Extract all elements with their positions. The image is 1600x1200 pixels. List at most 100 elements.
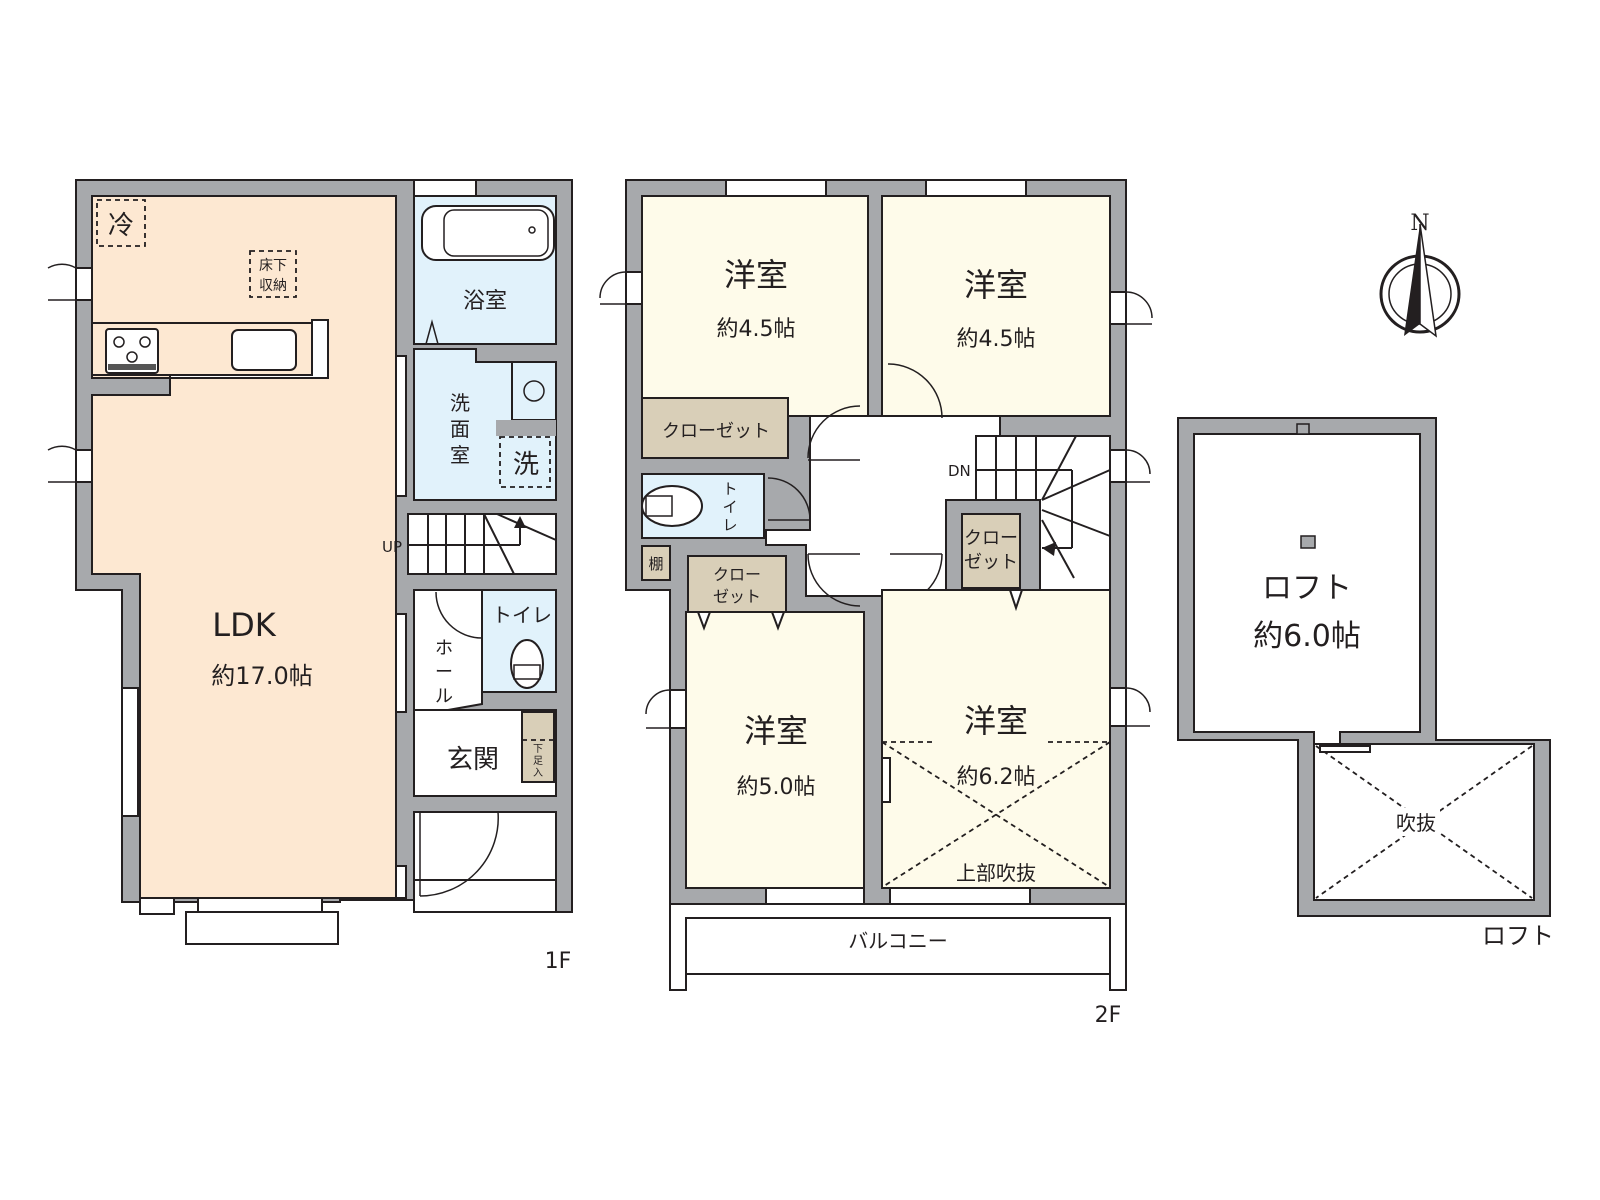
washroom-label-3: 室 [450,443,470,467]
door-swing [47,263,77,301]
counter-wall [169,319,329,379]
entrance-label: 玄関 [447,745,499,775]
underfloor-storage [249,250,297,298]
closet-small [687,555,787,613]
loft-label: ロフト [1262,571,1352,606]
loft-hatch-icon [1296,423,1310,435]
window [395,865,407,899]
terrace-step [185,911,339,945]
closet-wide [641,397,789,459]
door-swing[interactable] [807,553,861,607]
toilet-2f-label-3: レ [722,516,737,534]
window [669,689,687,729]
void-above-label: 上部吹抜 [956,861,1036,885]
sliding-door[interactable] [395,355,407,497]
loft-void-lines [1315,745,1533,899]
fridge-label: 冷 [108,211,134,241]
door-swing[interactable] [887,363,943,419]
window [1109,687,1127,727]
closet-wide-label: クローゼット [662,421,770,442]
fridge-space [96,199,146,247]
void-above-lines [881,741,1111,887]
window [139,897,175,915]
shoe-storage-label-1: 下 [533,744,543,755]
closet-small-label-1: クロー [713,565,761,584]
closet-stairs-label-2: ゼット [964,552,1018,573]
closet-door-markers [696,611,786,631]
door-swing [1125,291,1153,325]
shelf-label: 棚 [648,555,663,573]
window-balcony [889,887,1031,905]
hall-label-3: ル [435,686,453,707]
window [725,179,827,197]
balcony [669,904,1127,991]
balcony-label: バルコニー [848,929,948,953]
shoe-storage-label-3: 入 [533,768,543,779]
door-swing[interactable] [807,405,861,461]
loft-floor-label: ロフト [1482,922,1554,950]
floor-2: クローゼット 洋室 約4.5帖 洋室 約4.5帖 DN [599,179,1153,1028]
bedroom-1-size: 約4.5帖 [717,317,796,342]
stairs-arrow-icon [1042,542,1056,556]
bedroom-3 [685,611,865,889]
door-marker [425,319,439,345]
washbasin-area [511,361,557,421]
hall-label-2: ー [435,662,453,683]
washer-space [499,436,551,488]
door-swing [1125,449,1151,483]
window [625,271,643,305]
window [75,449,93,483]
loft-size: 約6.0帖 [1253,619,1361,654]
closet-stairs [961,513,1021,589]
stair-treads-2f [976,435,1111,579]
closet-small-label-2: ゼット [713,587,761,606]
bedroom-3-label: 洋室 [744,712,808,750]
sliding-door[interactable] [395,613,407,713]
shoe-storage [521,711,555,783]
toilet-2f-label-1: ト [722,480,737,498]
washbasin-icon [523,380,545,402]
front-door-swing [419,811,499,897]
bedroom-4 [881,589,1111,889]
window-ldk-side [121,687,139,817]
void-label-bg [930,858,1062,884]
bedroom-4-label: 洋室 [964,702,1028,740]
door-swing [435,591,483,639]
washroom-partition [496,420,556,436]
door-swing[interactable] [767,477,811,521]
bedroom-2-size: 約4.5帖 [957,327,1036,352]
door-swing [599,271,627,305]
washroom-label-2: 面 [450,417,470,441]
hall-label-1: ホ [435,638,453,659]
stair-treads [408,513,557,575]
bedroom-3-size: 約5.0帖 [737,775,816,800]
loft-window [1319,745,1371,753]
ldk-size: 約17.0帖 [211,662,312,690]
closet-door-marker [1008,589,1024,612]
window-bath [413,179,477,197]
bedroom-4-size: 約6.2帖 [957,765,1036,790]
closet-stairs-label-1: クロー [964,528,1018,549]
bedroom-1-label: 洋室 [724,256,788,294]
window [925,179,1027,197]
toilet-icon [510,639,544,689]
loft: 吹抜 ロフト 約6.0帖 ロフト [1177,417,1554,950]
washer-label: 洗 [513,450,539,480]
shelf [641,545,671,581]
bedroom-2 [881,195,1111,417]
compass-north-label: N [1410,211,1429,236]
compass-icon: N [1379,211,1461,338]
window-balcony [765,887,865,905]
door-swing [47,445,77,483]
stairs-arrow-icon [514,516,526,528]
stove-grill [108,364,156,370]
loft-void-label: 吹抜 [1396,811,1436,835]
stairs-down-label: DN [948,462,971,480]
window [1109,291,1127,325]
toilet-1f-label: トイレ [492,603,552,627]
sliding-door [881,757,891,803]
sink-icon [231,329,297,371]
washroom-label-1: 洗 [450,391,470,415]
toilet-2f-label-2: イ [722,498,737,516]
